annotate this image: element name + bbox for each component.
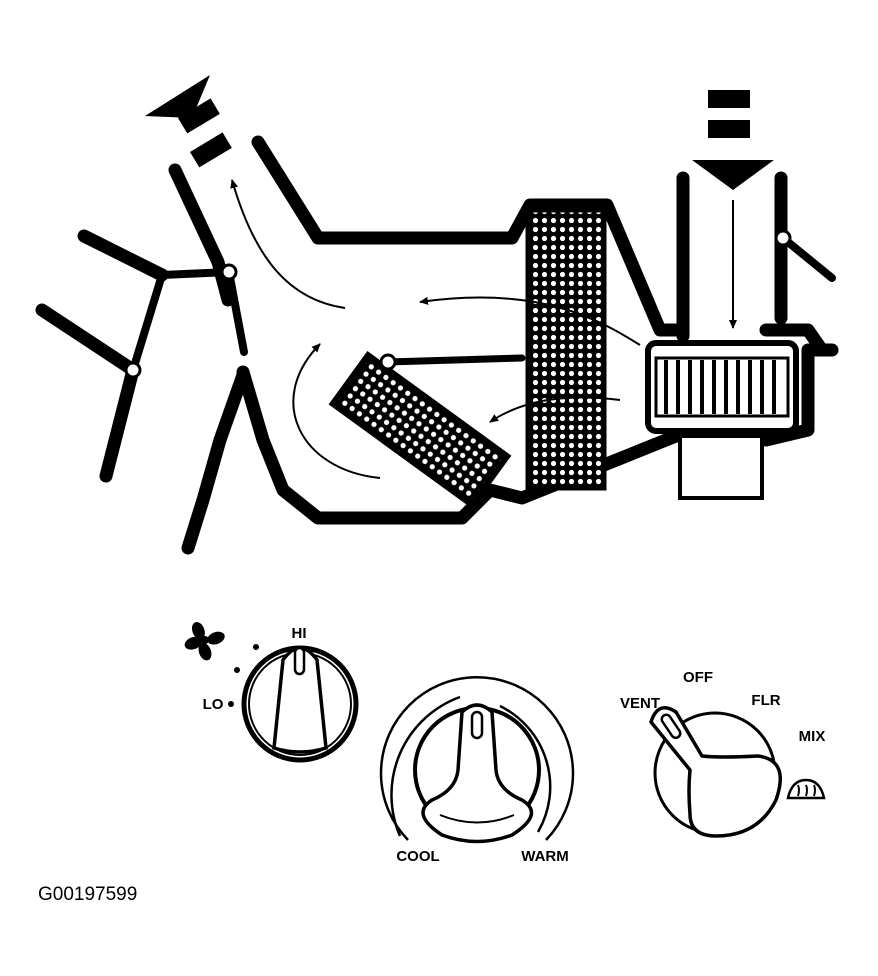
defrost-outlet-arrow — [145, 75, 232, 168]
recirc-door — [774, 229, 836, 282]
blower-motor-box — [678, 434, 764, 500]
fan-icon — [184, 621, 225, 661]
temp-warm-label: WARM — [521, 848, 569, 865]
evaporator-core — [525, 207, 607, 491]
mode-off-label: OFF — [683, 669, 713, 686]
duct-housing — [168, 135, 839, 555]
figure-id: G00197599 — [38, 884, 137, 905]
mode-control-knob[interactable] — [649, 706, 826, 838]
blower-wheel — [645, 340, 799, 434]
airflow-arrows — [230, 179, 737, 479]
mode-floor-label: FLR — [751, 692, 780, 709]
temperature-control-knob[interactable] — [379, 676, 575, 844]
mode-vent-label: VENT — [620, 695, 660, 712]
defrost-icon — [786, 778, 826, 800]
blend-door — [379, 353, 526, 371]
fan-lo-label: LO — [203, 696, 224, 713]
mode-doors — [35, 229, 248, 483]
fan-hi-label: HI — [292, 625, 307, 642]
mode-mix-label: MIX — [799, 728, 826, 745]
fresh-air-inlet-arrow — [692, 90, 774, 190]
fan-control-knob[interactable] — [183, 620, 359, 763]
temp-cool-label: COOL — [396, 848, 439, 865]
heater-core — [328, 350, 512, 510]
